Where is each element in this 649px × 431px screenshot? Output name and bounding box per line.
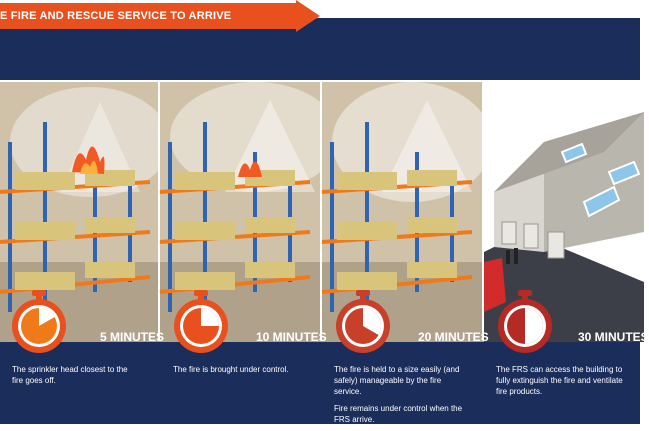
panel-warehouse-5min bbox=[0, 80, 170, 342]
description-text: The sprinkler head closest to the fire g… bbox=[12, 365, 128, 385]
description-text: The fire is brought under control. bbox=[173, 365, 289, 374]
minutes-label-30: 30 MINUTES bbox=[578, 330, 649, 344]
arrow-label: E FIRE AND RESCUE SERVICE TO ARRIVE bbox=[0, 10, 232, 22]
minutes-label-5: 5 MINUTES bbox=[100, 330, 165, 344]
stopwatch-30min-icon bbox=[496, 290, 554, 359]
description-text: The fire is held to a size easily (and s… bbox=[334, 365, 460, 396]
minutes-label-20: 20 MINUTES bbox=[418, 330, 489, 344]
description-text: The FRS can access the building to fully… bbox=[496, 365, 623, 396]
stopwatch-5min-icon bbox=[10, 290, 68, 359]
stage-description-5: The sprinkler head closest to the fire g… bbox=[12, 364, 132, 392]
minutes-label-10: 10 MINUTES bbox=[256, 330, 327, 344]
stopwatch-20min-icon bbox=[334, 290, 392, 359]
stage-description-20: The fire is held to a size easily (and s… bbox=[334, 364, 469, 431]
stopwatch-10min-icon bbox=[172, 290, 230, 359]
stage-description-30: The FRS can access the building to fully… bbox=[496, 364, 631, 403]
panel-warehouse-10min bbox=[158, 80, 340, 342]
timeline-arrow: E FIRE AND RESCUE SERVICE TO ARRIVE bbox=[0, 0, 320, 32]
stage-description-10: The fire is brought under control. bbox=[173, 364, 303, 381]
description-text: Fire remains under control when the FRS … bbox=[334, 404, 463, 424]
